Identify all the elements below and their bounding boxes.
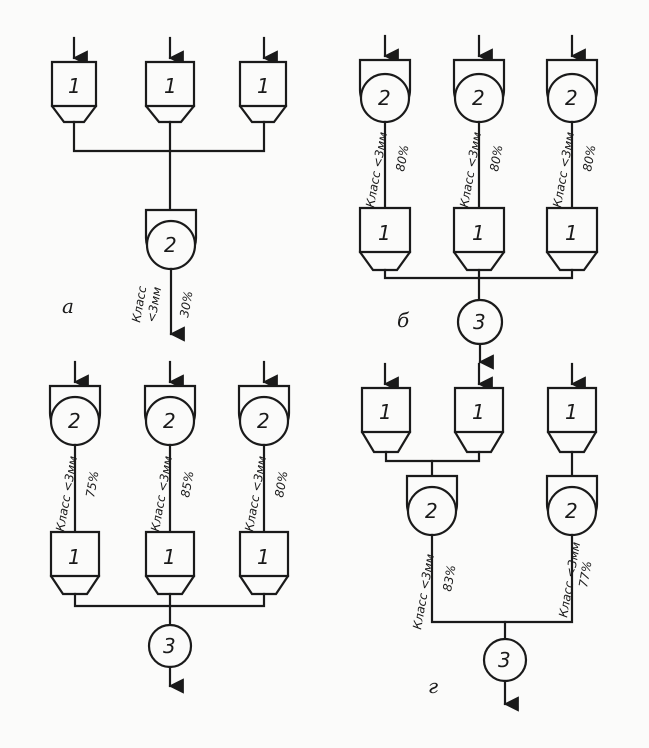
scheme-g-mill-2: 2 xyxy=(545,474,599,537)
scheme-b-bin-3: 1 xyxy=(545,206,599,272)
size-class-label: Класс <3мм xyxy=(148,455,175,533)
size-class-label: Класс <3мм xyxy=(410,553,437,631)
scheme-a-bin-3: 1 xyxy=(238,60,288,124)
sump-number: 3 xyxy=(163,634,176,658)
scheme-v-bin-1: 1 xyxy=(49,530,101,596)
size-class-label: Класс <3мм xyxy=(363,131,390,209)
bin-number: 1 xyxy=(378,221,391,245)
scheme-g-feed-arrows xyxy=(383,362,586,392)
scheme-g: 1 1 1 2 2 Класс <3мм 83% Класс <3мм 77% xyxy=(360,362,599,712)
mill-number: 2 xyxy=(425,499,438,523)
mill-output-percent: 80% xyxy=(580,144,598,173)
mill-number: 2 xyxy=(565,499,578,523)
mill-number: 2 xyxy=(257,409,270,433)
size-class-label: Класс <3мм xyxy=(242,455,269,533)
mill-output-percent: 80% xyxy=(487,144,505,173)
mill-output-percent: 80% xyxy=(272,470,290,499)
bin-number: 1 xyxy=(257,545,270,569)
scheme-v-mill-1: 2 xyxy=(48,384,102,447)
mill-output-percent: 80% xyxy=(393,144,411,173)
scheme-g-bin-2: 1 xyxy=(453,386,505,454)
mill-output-percent: 83% xyxy=(440,564,458,593)
scheme-b-mill-2: 2 xyxy=(452,58,506,124)
scheme-caption: а xyxy=(62,294,74,318)
bin-number: 1 xyxy=(472,400,485,424)
scheme-a-collector xyxy=(72,120,266,212)
bin-number: 1 xyxy=(68,545,81,569)
scheme-v-bin-2: 1 xyxy=(144,530,196,596)
scheme-v-mill-3: 2 xyxy=(237,384,291,447)
scheme-caption: г xyxy=(428,674,438,698)
mill-output-percent: 75% xyxy=(83,470,101,499)
bin-number: 1 xyxy=(163,545,176,569)
mill-number: 2 xyxy=(164,233,177,257)
mill-output-percent: 77% xyxy=(576,560,594,589)
mill-number: 2 xyxy=(472,86,485,110)
bin-number: 1 xyxy=(379,400,392,424)
scheme-v-mill-2: 2 xyxy=(143,384,197,447)
scheme-b-bin-2: 1 xyxy=(452,206,506,272)
scheme-v-feed-arrows xyxy=(73,360,278,390)
scheme-b-mill-3: 2 xyxy=(545,58,599,124)
scheme-g-bin-3: 1 xyxy=(546,386,598,454)
mill-number: 2 xyxy=(68,409,81,433)
bin-number: 1 xyxy=(565,400,578,424)
scheme-g-sump: 3 xyxy=(482,637,528,683)
scheme-a-feed-arrows xyxy=(72,36,278,66)
scheme-v: 2 2 2 Класс <3мм 75% Класс <3мм 85% Клас… xyxy=(48,360,291,694)
scheme-a-bin-1: 1 xyxy=(50,60,98,124)
bin-number: 1 xyxy=(164,74,177,98)
mill-number: 2 xyxy=(163,409,176,433)
size-class-label: Класс <3мм xyxy=(457,131,484,209)
size-class-label: Класс <3мм xyxy=(53,455,80,533)
scheme-v-sump: 3 xyxy=(147,623,193,669)
scheme-a-mill: 2 xyxy=(144,208,198,271)
scheme-b-mill-1: 2 xyxy=(358,58,412,124)
scheme-g-bin-1: 1 xyxy=(360,386,412,454)
scheme-b-sump: 3 xyxy=(456,298,504,346)
bin-number: 1 xyxy=(68,74,81,98)
scheme-v-bin-3: 1 xyxy=(238,530,290,596)
mill-output-percent: 30% xyxy=(177,290,195,319)
scheme-a: 1 1 1 2 Класс <3мм 30% а xyxy=(50,36,288,342)
bin-number: 1 xyxy=(257,74,270,98)
scheme-caption: б xyxy=(397,308,410,332)
scheme-b-bin-1: 1 xyxy=(358,206,412,272)
mill-number: 2 xyxy=(378,86,391,110)
sump-number: 3 xyxy=(498,648,511,672)
scheme-a-bin-2: 1 xyxy=(144,60,196,124)
sump-number: 3 xyxy=(473,310,486,334)
scheme-g-mill-1: 2 xyxy=(405,474,459,537)
size-class-label: Класс xyxy=(129,285,149,324)
scheme-b: 2 2 2 Класс <3мм 80% Класс <3мм 80% Клас… xyxy=(358,34,599,370)
bin-number: 1 xyxy=(565,221,578,245)
mill-output-percent: 85% xyxy=(178,470,196,499)
size-class-label: <3мм xyxy=(144,286,164,324)
mill-number: 2 xyxy=(565,86,578,110)
size-class-label: Класс <3мм xyxy=(550,131,577,209)
scheme-b-feed-arrows xyxy=(383,34,586,64)
bin-number: 1 xyxy=(472,221,485,245)
